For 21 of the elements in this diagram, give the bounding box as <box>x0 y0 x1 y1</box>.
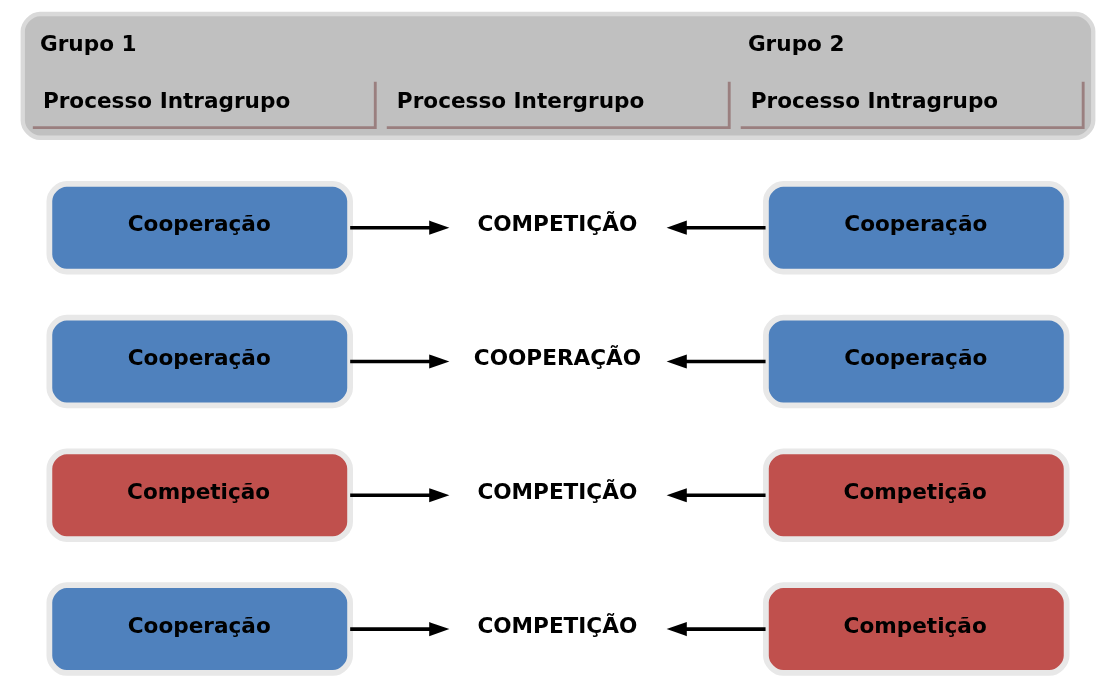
arrow <box>666 354 766 369</box>
node-box: Grupo 1 Grupo 2 Processo Intragrupo Processo Intergrupo Processo Intragrupo <box>20 11 1096 140</box>
node-box: Cooperação <box>46 180 353 275</box>
node-box: Cooperação <box>763 180 1070 275</box>
node-text: COMPETIÇÃO <box>477 612 638 638</box>
node-text: COOPERAÇÃO <box>473 345 642 371</box>
node-box: Competição <box>763 448 1070 543</box>
arrow <box>666 488 766 503</box>
node-text: COMPETIÇÃO <box>477 478 638 504</box>
arrow <box>350 354 450 369</box>
arrow <box>350 622 450 637</box>
node-box: Cooperação <box>46 314 353 409</box>
node-box: Cooperação <box>46 582 353 676</box>
arrow <box>350 488 450 503</box>
node-text: COMPETIÇÃO <box>477 211 638 237</box>
node-box: Competição <box>763 582 1070 676</box>
node-box: Cooperação <box>763 314 1070 409</box>
arrow <box>666 220 766 235</box>
arrow <box>666 622 766 637</box>
node-box: Competição <box>46 448 353 543</box>
arrow <box>350 220 450 235</box>
